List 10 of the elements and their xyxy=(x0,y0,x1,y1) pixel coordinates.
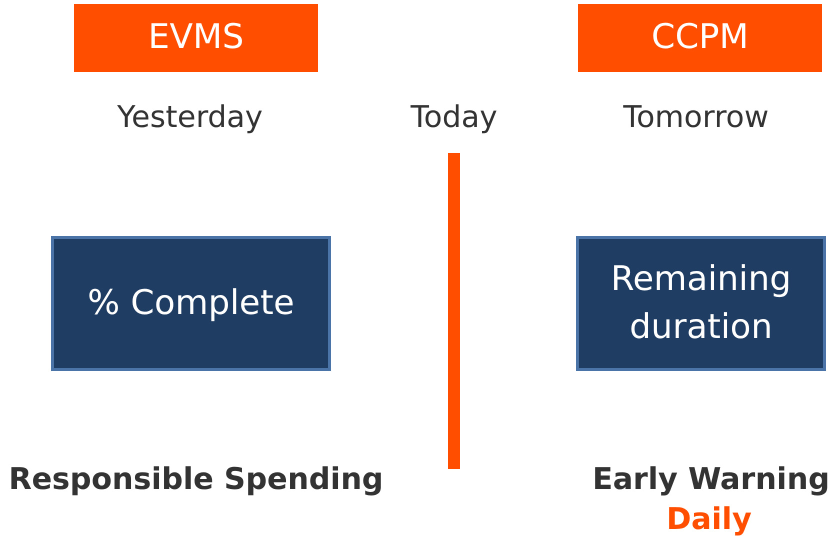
metric-box: % Complete xyxy=(51,236,331,371)
metric-box: Remaining duration xyxy=(576,236,826,371)
time-label: Today xyxy=(410,100,498,135)
outcome-label: Responsible Spending xyxy=(8,462,384,497)
title-banner: EVMS xyxy=(74,4,318,72)
title-banner: CCPM xyxy=(578,4,822,72)
time-label: Tomorrow xyxy=(623,100,769,135)
frequency-label: Daily xyxy=(666,502,752,537)
time-label: Yesterday xyxy=(117,100,263,135)
outcome-label: Early Warning xyxy=(592,462,830,497)
